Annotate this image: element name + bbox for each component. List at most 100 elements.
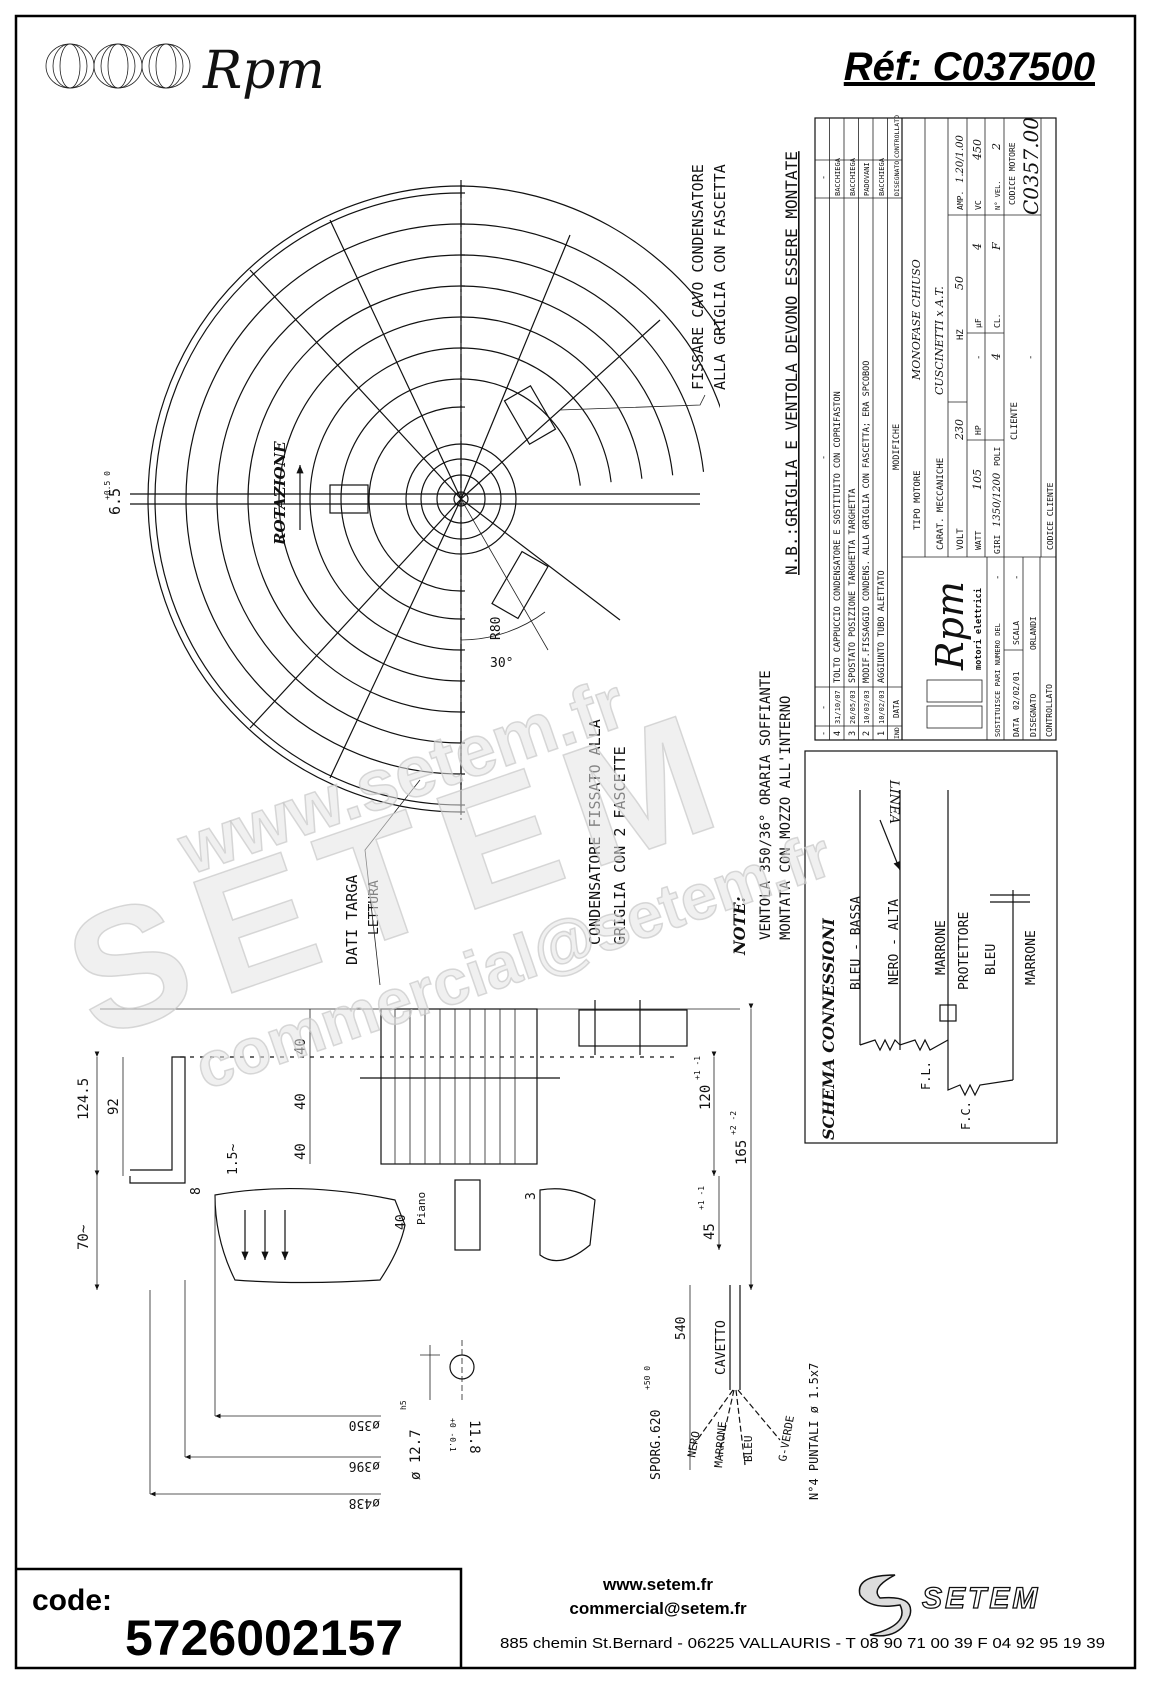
fan-grille-front-view bbox=[130, 180, 721, 820]
dim-40-d: 40 bbox=[394, 1214, 409, 1230]
sost-value: - bbox=[993, 575, 1003, 580]
dim-396: ø396 bbox=[349, 1458, 380, 1473]
dim-165-tol: +2 -2 bbox=[729, 1111, 738, 1135]
dim-92: 92 bbox=[106, 1098, 122, 1115]
dim-shaft: ø 12.7 bbox=[408, 1429, 424, 1480]
hz-value: 50 bbox=[953, 276, 966, 290]
reference-number: Réf: C037500 bbox=[844, 45, 1095, 89]
rotation-label: ROTAZIONE bbox=[271, 441, 289, 546]
dim-40-a: 40 bbox=[293, 1038, 309, 1055]
dim-11-8-tol: +0 -0.1 bbox=[448, 1418, 457, 1452]
carat-label: CARAT. MECCANICHE bbox=[936, 458, 946, 550]
cable-sporg-tol: +50 0 bbox=[643, 1366, 652, 1390]
scala-value: - bbox=[1012, 575, 1022, 580]
title-block-brand-sub: motori elettrici bbox=[973, 588, 984, 670]
wire-nero: NERO bbox=[685, 1430, 702, 1458]
dim-70: 70~ bbox=[76, 1225, 92, 1250]
sost-label: SOSTITUISCE PARI NUMERO DEL bbox=[994, 623, 1002, 737]
dim-30deg: 30° bbox=[490, 656, 513, 671]
vel-value: 2 bbox=[990, 143, 1003, 151]
wire-marrone: MARRONE bbox=[712, 1421, 729, 1468]
footer-email[interactable]: commercial@setem.fr bbox=[569, 1599, 747, 1618]
watt-value: 105 bbox=[971, 469, 984, 490]
rev-ind: 3 bbox=[848, 731, 858, 736]
dim-438: ø438 bbox=[349, 1495, 380, 1510]
hdr-controllato: CONTROLLATO bbox=[893, 115, 901, 158]
schema-bleu-bassa: BLEU - BASSA bbox=[849, 896, 864, 990]
dim-r80: R80 bbox=[489, 617, 504, 640]
rev-date: 26/05/03 bbox=[849, 690, 857, 724]
data-label: DATA bbox=[1012, 718, 1021, 737]
hdr-date: DATA bbox=[892, 699, 901, 718]
note-fix-cable-1: FISSARE CAVO CONDENSATORE bbox=[689, 164, 707, 390]
note-fan-2: MONTATA CON MOZZO ALL'INTERNO bbox=[778, 696, 794, 940]
schema-bleu: BLEU bbox=[984, 944, 999, 975]
rev-date: 10/03/03 bbox=[863, 690, 871, 724]
cable-540: 540 bbox=[674, 1317, 689, 1340]
wire-verde: G-VERDE bbox=[776, 1415, 797, 1463]
dim-120-tol: +1 -1 bbox=[693, 1056, 702, 1080]
rev-date: 31/10/07 bbox=[834, 690, 842, 724]
setem-logo-text: SETEM bbox=[922, 1582, 1040, 1615]
rev-by: PADOVANI bbox=[863, 162, 871, 196]
wire-bleu: BLEU bbox=[742, 1436, 755, 1463]
schema-marrone-2: MARRONE bbox=[1024, 930, 1039, 985]
cable-cavetto: CAVETTO bbox=[714, 1320, 729, 1375]
dim-40-b: 40 bbox=[293, 1093, 309, 1110]
dim-165: 165 bbox=[734, 1140, 750, 1165]
rev-ind: 4 bbox=[833, 731, 843, 736]
tipo-motore-label: TIPO MOTORE bbox=[913, 470, 923, 530]
rev-desc: TOLTO CAPPUCCIO CONDENSATORE E SOSTITUIT… bbox=[833, 391, 843, 683]
dim-45: 45 bbox=[702, 1223, 718, 1240]
dim-piano: Piano bbox=[415, 1192, 428, 1225]
scala-label: SCALA bbox=[1012, 621, 1021, 645]
hdr-disegnato: DISEGNATO bbox=[893, 161, 901, 196]
poli-value: 4 bbox=[990, 353, 1003, 361]
hz-label: HZ bbox=[956, 329, 966, 340]
amp-label: AMP. bbox=[956, 191, 965, 210]
dim-350: ø350 bbox=[349, 1417, 380, 1432]
carat-value: CUSCINETTI x A.T. bbox=[933, 286, 946, 395]
codice-motore-label: CODICE MOTORE bbox=[1008, 142, 1017, 205]
poli-label: POLI bbox=[993, 447, 1002, 466]
cl-label: CL. bbox=[993, 314, 1002, 328]
dim-120: 120 bbox=[698, 1085, 714, 1110]
dim-3: 3 bbox=[524, 1192, 539, 1200]
title-block-rpm-logo: Rpm motori elettrici bbox=[926, 581, 984, 729]
hp-label: HP bbox=[974, 425, 983, 435]
hdr-modifiche: MODIFICHE bbox=[892, 424, 902, 470]
brand-name: Rpm bbox=[202, 41, 325, 101]
code-value: 5726002157 bbox=[125, 1610, 403, 1666]
hdr-ind: IND bbox=[893, 727, 901, 739]
rev-desc: AGGIUNTO TUBO ALETTATO bbox=[877, 570, 887, 683]
vel-label: N° VEL. bbox=[994, 180, 1002, 210]
tipo-motore-value: MONOFASE CHIUSO bbox=[910, 259, 923, 381]
rev-by: BACCHIEGA bbox=[878, 157, 886, 196]
rev-by: - bbox=[819, 175, 829, 180]
footer-website[interactable]: www.setem.fr bbox=[602, 1575, 713, 1594]
dim-11-8: 11.8 bbox=[466, 1420, 482, 1454]
codice-cliente-label: CODICE CLIENTE bbox=[1046, 482, 1055, 550]
note-condenser-1: CONDENSATORE FISSATO ALLA bbox=[586, 719, 604, 945]
disegnato-value: ORLANDI bbox=[1029, 616, 1038, 650]
dim-45-tol: +1 -1 bbox=[697, 1186, 706, 1210]
giri-label: GIRI bbox=[993, 535, 1002, 554]
rev-date: 10/02/03 bbox=[878, 690, 886, 724]
vc-value: 450 bbox=[971, 139, 984, 161]
rev-desc: MODIF.FISSAGGIO CONDENS. ALLA GRIGLIA CO… bbox=[862, 361, 872, 683]
rev-ind: - bbox=[819, 731, 829, 736]
uf-label: µF bbox=[974, 318, 983, 328]
rev-desc: SPOSTATO POSIZIONE TARGHETTA TARGHETTA bbox=[848, 489, 858, 683]
amp-value: 1.20/1.00 bbox=[955, 134, 966, 183]
schema-title: SCHEMA CONNESSIONI bbox=[819, 918, 838, 1140]
note-plate-1: DATI TARGA bbox=[343, 875, 361, 965]
watt-label: WATT bbox=[974, 531, 983, 550]
dim-shaft-tol: h5 bbox=[399, 1400, 408, 1410]
note-label: NOTE: bbox=[730, 896, 749, 956]
schema-fc: F.C. bbox=[959, 1101, 973, 1130]
schema-nero-alta: NERO - ALTA bbox=[887, 899, 902, 985]
dim-8: 8 bbox=[189, 1187, 204, 1195]
footer: code: 5726002157 www.setem.fr commercial… bbox=[16, 1567, 1105, 1668]
cliente-label: CLIENTE bbox=[1010, 402, 1020, 440]
rev-date: - bbox=[819, 705, 829, 710]
